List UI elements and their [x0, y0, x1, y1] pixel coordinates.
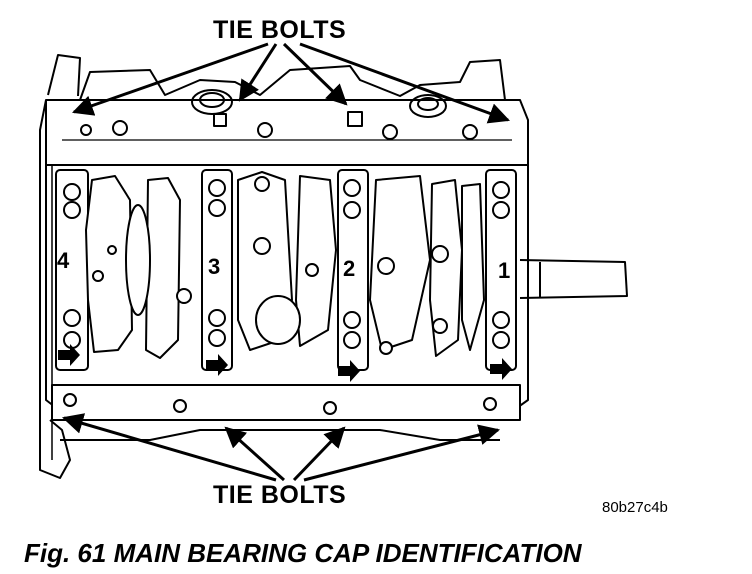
- block-top-rail: [45, 99, 529, 166]
- figure-code: 80b27c4b: [602, 499, 668, 516]
- tie-bolts-label-top: TIE BOLTS: [213, 16, 347, 44]
- cap-arrow-3: [206, 354, 228, 376]
- cap-arrow-4: [58, 344, 80, 366]
- block-lower-rail: [51, 384, 521, 421]
- leader-bottom-4: [303, 424, 501, 482]
- leader-top-2: [238, 43, 278, 102]
- crankshaft-snout: [519, 259, 628, 299]
- leader-bottom-2: [224, 426, 286, 482]
- cap-number-3: 3: [208, 254, 221, 279]
- cap-arrow-2: [338, 360, 360, 382]
- leader-top-1: [72, 42, 269, 116]
- cap-number-4: 4: [57, 248, 70, 273]
- cap-number-1: 1: [498, 258, 511, 283]
- crank-throw-1: [461, 183, 485, 351]
- bearing-cap-1: [485, 169, 517, 371]
- tie-bolts-label-bottom: TIE BOLTS: [213, 481, 347, 509]
- bearing-cap-2: [337, 169, 369, 371]
- cap-number-2: 2: [343, 256, 356, 281]
- figure-caption: Fig. 61 MAIN BEARING CAP IDENTIFICATION: [24, 538, 582, 568]
- crank-throw-2: [369, 175, 431, 351]
- leader-bottom-3: [292, 426, 346, 482]
- crank-throw-4: [85, 175, 133, 353]
- block-upper-silhouette: [79, 59, 506, 101]
- leader-bottom-1: [61, 413, 277, 482]
- cap-arrow-1: [490, 358, 512, 380]
- leader-top-4: [299, 42, 510, 124]
- leader-top-3: [282, 42, 348, 106]
